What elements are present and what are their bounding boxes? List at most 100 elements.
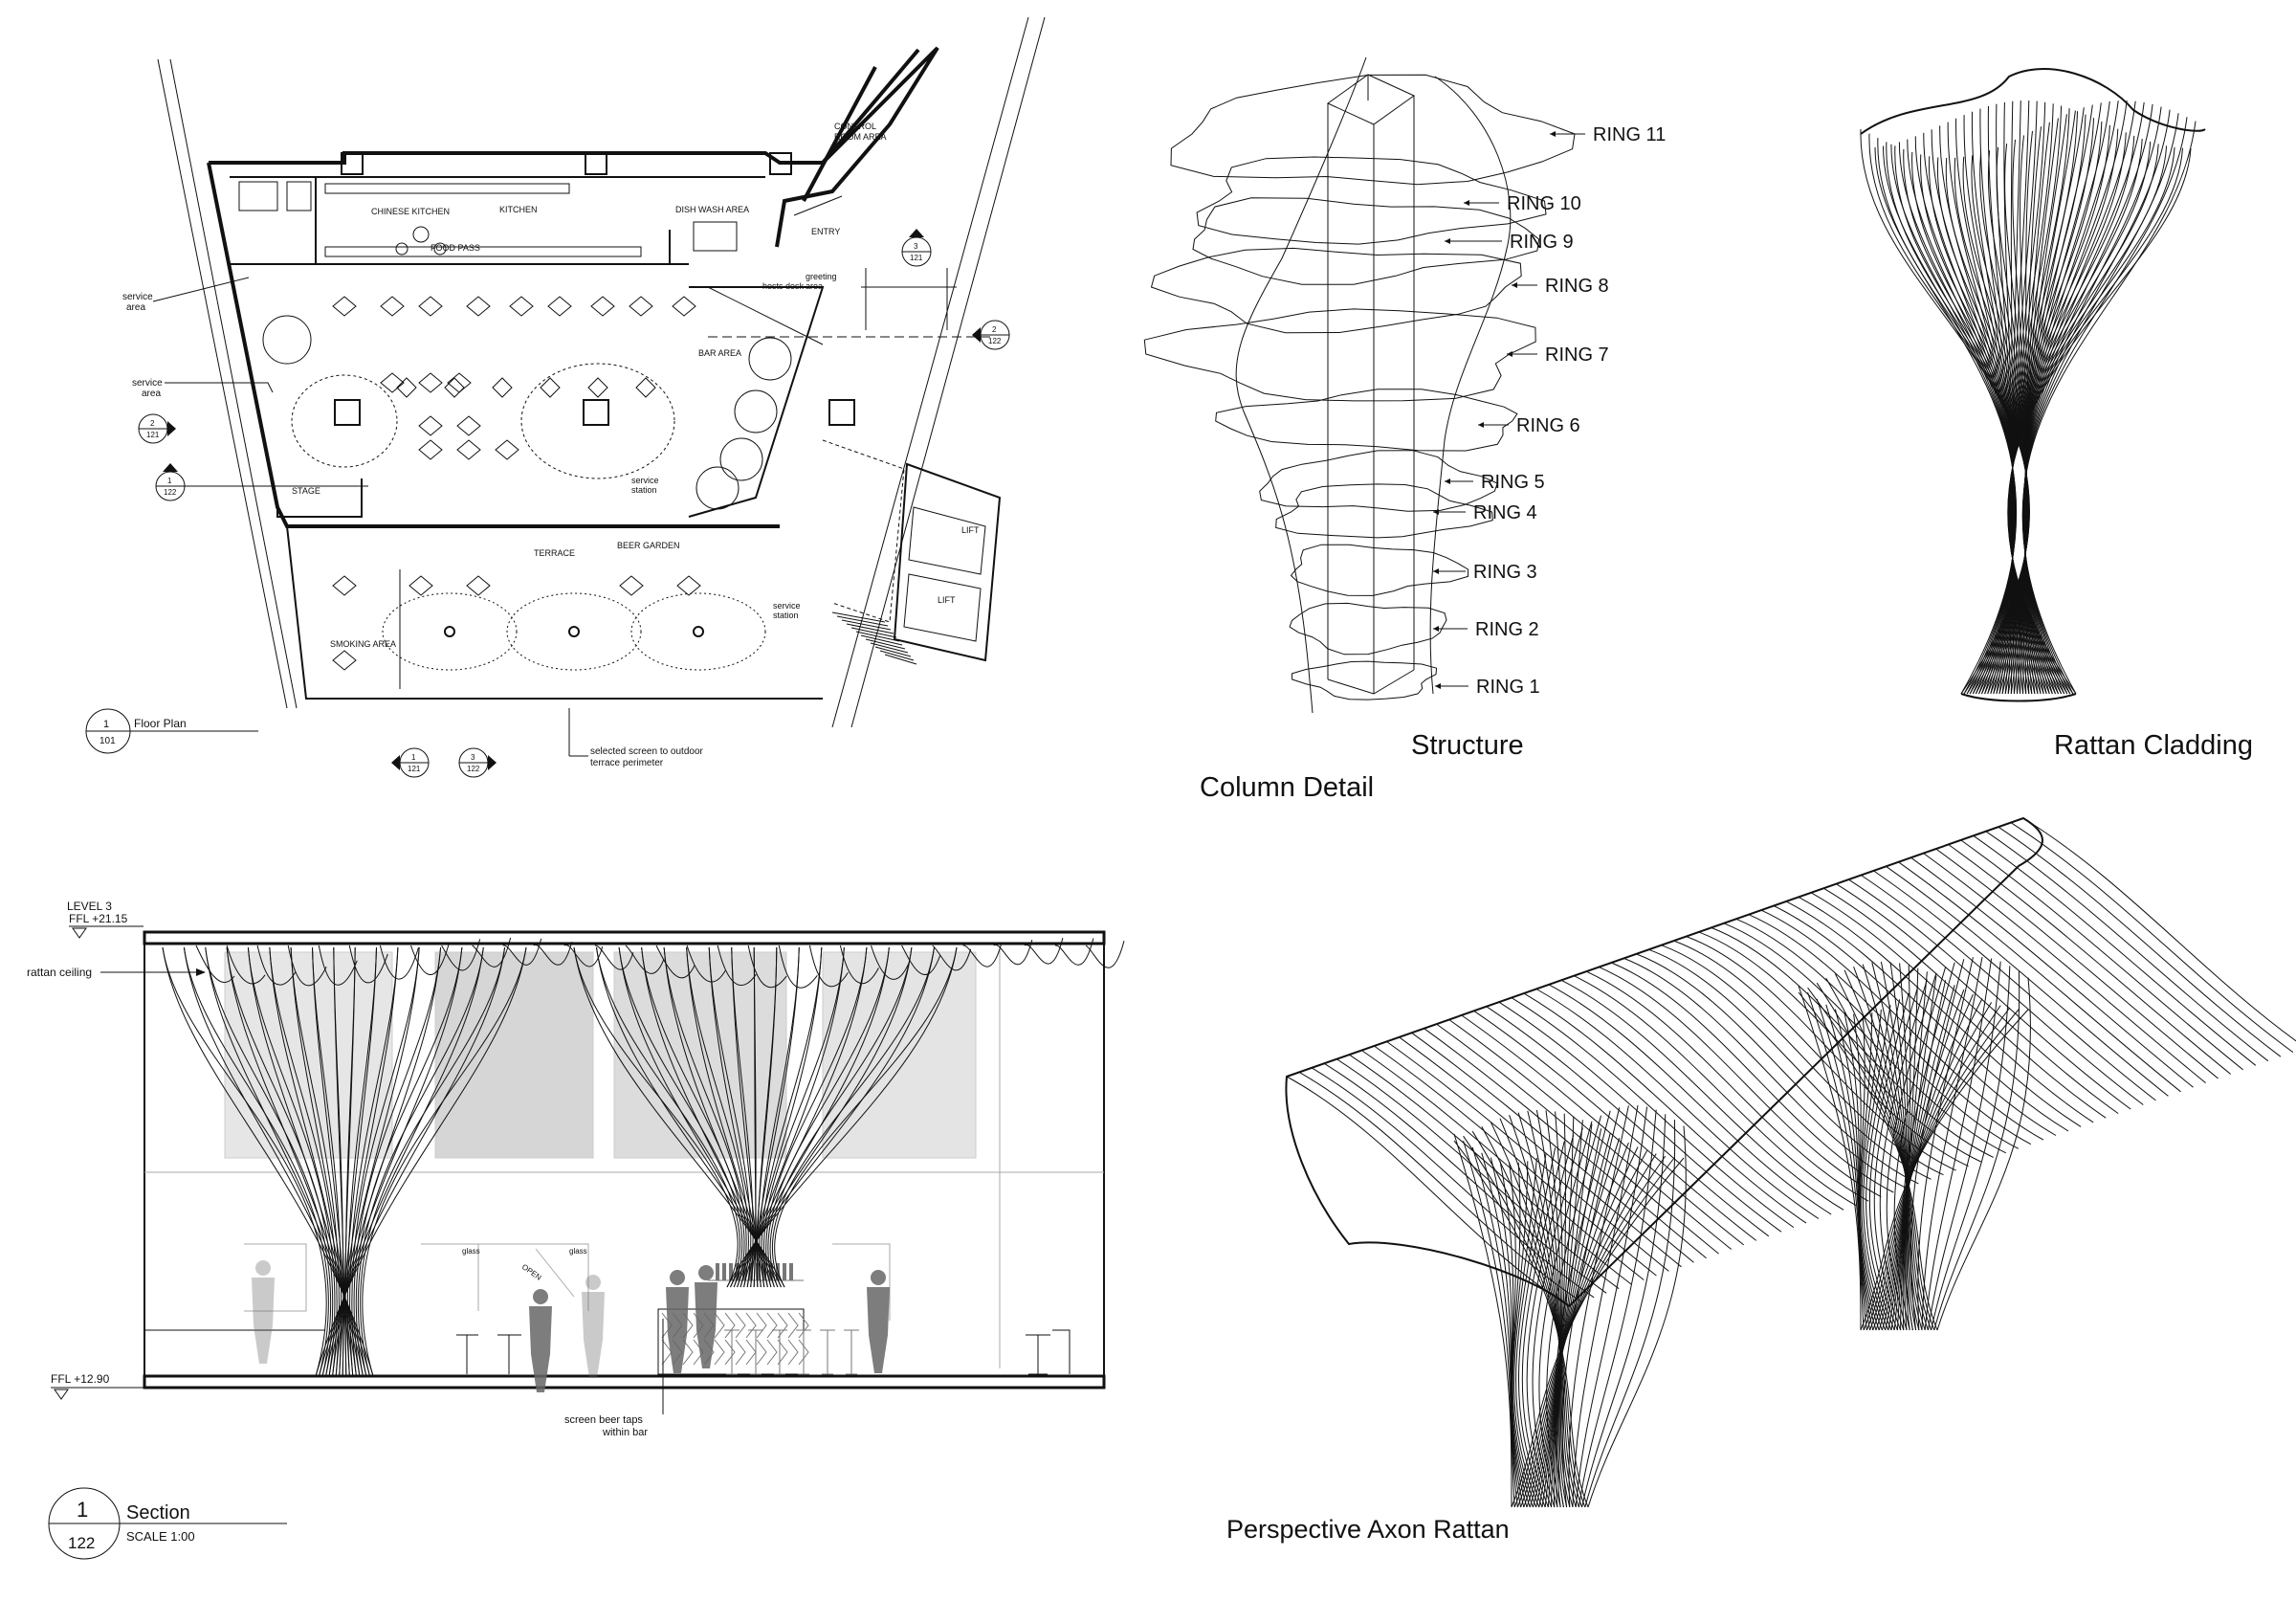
section-ceiling-strand: [256, 945, 297, 986]
person-silhouette-head: [871, 1270, 886, 1285]
stair-tread: [831, 611, 886, 623]
label-service-station-3: service: [773, 601, 801, 611]
axon-contour: [1548, 984, 1832, 1215]
label-terrace: TERRACE: [534, 548, 575, 558]
axon-contour: [1286, 1076, 1570, 1307]
label-control-room-2: ROOM AREA: [834, 132, 887, 142]
axon-contour: [2022, 817, 2296, 1042]
section-rattan-strand: [762, 946, 845, 1288]
axon-leg-strand: [1910, 959, 1965, 1331]
plan-table: [396, 377, 417, 398]
axon-leg-strand: [1490, 1157, 1525, 1508]
ring-label: RING 3: [1473, 562, 1537, 583]
person-silhouette-head: [670, 1270, 685, 1285]
label-service-station-4: station: [773, 611, 799, 620]
stair-tread: [860, 634, 903, 646]
floor-plan: CONTROL ROOM AREA CHINESE KITCHEN KITCHE…: [85, 16, 1046, 778]
axon-leg-strand: [1927, 961, 2001, 1331]
floor-plan-title: Floor Plan: [134, 717, 187, 730]
label-beer-garden: BEER GARDEN: [617, 541, 680, 550]
section-drawing: glass glass OPEN LEVEL 3 FFL +21.15 FFL …: [27, 900, 1125, 1560]
level-label: LEVEL 3: [67, 900, 112, 913]
section-ceiling-strand: [747, 945, 787, 989]
axon-contour: [1698, 931, 1981, 1163]
section-tag-sheet: 122: [68, 1534, 95, 1552]
section-rattan-strand: [353, 946, 442, 1377]
label-hosts-desk: hosts desk: [762, 281, 805, 291]
axon-contour: [2010, 822, 2294, 1054]
stair-tread: [884, 654, 917, 665]
axon-leg-strand: [1872, 1002, 1993, 1331]
ring-label: RING 10: [1507, 193, 1581, 214]
ring-leader-arrow: [1550, 131, 1556, 137]
column-ring: [1192, 197, 1540, 285]
label-dish-wash: DISH WASH AREA: [675, 205, 749, 214]
ffl-top-label: FFL +21.15: [69, 912, 128, 925]
axon-contour: [1399, 1036, 1682, 1268]
section-rattan-strand: [351, 946, 420, 1377]
axon-contour: [1935, 848, 2219, 1079]
cladding-base-edge: [1960, 693, 2077, 702]
axon-leg-strand: [1512, 1161, 1537, 1508]
plan-table: [332, 296, 357, 317]
label-service-area-2b: area: [142, 389, 161, 399]
section-ceiling-strand: [441, 939, 481, 971]
person-silhouette-head: [533, 1289, 548, 1304]
axon-contour: [1436, 1023, 1719, 1255]
axon-leg-strand: [1513, 1157, 1675, 1508]
axon-contour: [1735, 918, 2020, 1149]
axon-contour: [1886, 865, 2169, 1097]
bar-hatch-line: [777, 1339, 788, 1366]
perspective-axon-drawing: [1285, 816, 2296, 1508]
section-rattan-strand: [360, 946, 506, 1377]
bottle: [716, 1263, 719, 1280]
axon-leg-strand: [1517, 1147, 1556, 1508]
axon-contour: [1873, 870, 2156, 1101]
axon-contour: [1523, 992, 1807, 1224]
section-ceiling-strand: [839, 945, 879, 985]
glass-label-1: glass: [462, 1247, 480, 1256]
axon-contour: [1998, 826, 2282, 1057]
section-ceiling-strand: [195, 945, 235, 983]
ring-label: RING 7: [1545, 345, 1609, 366]
axon-leg-strand: [1581, 1114, 1667, 1508]
ring-leader-arrow: [1445, 478, 1450, 484]
stair-tread: [836, 615, 889, 627]
section-rattan-strand: [183, 946, 329, 1377]
section-rattan-strand: [315, 946, 527, 1377]
section-ceiling-strand: [655, 945, 695, 979]
axon-leg-strand: [1807, 991, 1865, 1331]
axon-leg-strand: [1825, 978, 1929, 1331]
axon-contour: [1723, 923, 2007, 1154]
plan-table: [380, 296, 405, 317]
ring-label: RING 4: [1473, 502, 1537, 523]
axon-leg-strand: [1933, 970, 2020, 1331]
person-silhouette: [252, 1278, 275, 1364]
marker-number: 2: [992, 325, 997, 334]
axon-leg-strand: [1931, 966, 2011, 1331]
axon-leg-strand: [1481, 1126, 1579, 1508]
bottle: [749, 1263, 753, 1280]
mural-panel-3: [613, 951, 787, 1159]
bar-hatch-line: [735, 1339, 746, 1366]
ring-label: RING 1: [1476, 677, 1540, 698]
section-ceiling-strand: [808, 945, 849, 988]
bar-stool: [772, 1329, 787, 1375]
plan-table: [495, 439, 519, 460]
axon-leg-strand: [1869, 1005, 2001, 1331]
label-chinese-kitchen: CHINESE KITCHEN: [371, 207, 450, 216]
bottle: [756, 1263, 760, 1280]
axon-leg-strand: [1471, 1146, 1518, 1508]
plan-table: [672, 296, 696, 317]
axon-leg-strand: [1453, 1140, 1589, 1508]
label-entry: ENTRY: [811, 227, 840, 236]
rattan-strand: [2021, 121, 2197, 695]
marker-sheet: 121: [408, 765, 421, 773]
axon-contour: [1585, 970, 1869, 1202]
label-kitchen: KITCHEN: [499, 205, 538, 214]
axon-leg-strand: [1572, 1105, 1639, 1508]
section-title-tag: 1 122 Section SCALE 1:00: [48, 1487, 287, 1560]
label-food-pass: FOOD PASS: [430, 243, 480, 253]
axon-leg-strand: [1516, 1155, 1667, 1508]
axon-contour: [1785, 900, 2069, 1132]
